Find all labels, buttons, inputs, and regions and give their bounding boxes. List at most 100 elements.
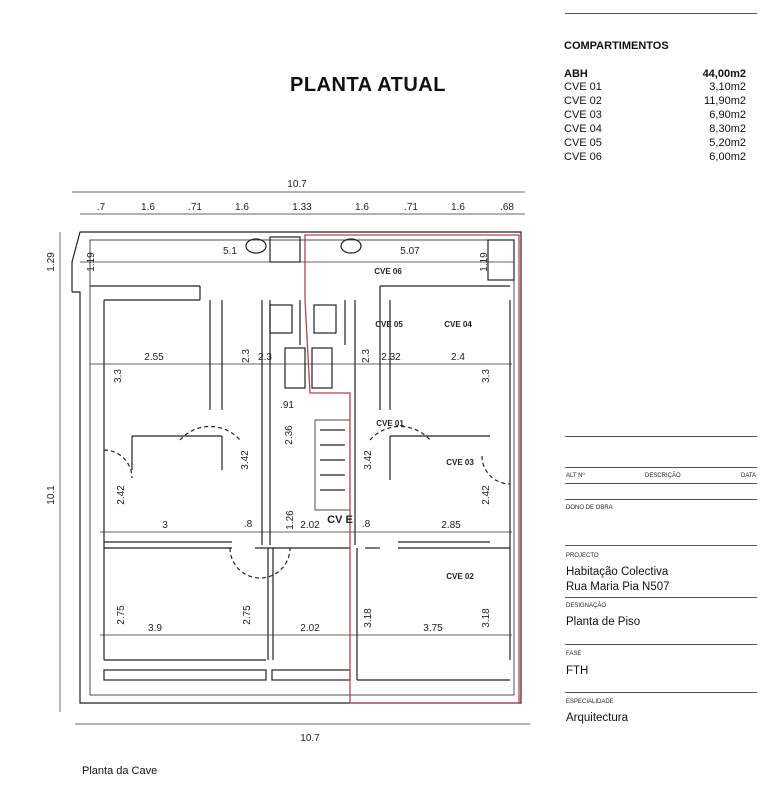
compartment-row: CVE 03 6,90m2	[564, 109, 746, 121]
dim: 2.36	[284, 425, 295, 445]
dim: 3.42	[363, 450, 374, 470]
dim: 2.85	[441, 520, 461, 531]
designacao-label: DESIGNAÇÃO	[566, 603, 607, 609]
dim: 3.18	[481, 608, 492, 628]
especialidade-value: Arquitectura	[566, 712, 629, 724]
dim-top: .71	[188, 202, 202, 213]
highlight-outline	[304, 234, 520, 704]
room-label-cve-e: CV E	[327, 514, 353, 526]
dim: 2.32	[381, 352, 401, 363]
projecto-label: PROJECTO	[566, 553, 599, 559]
dim: 1.26	[285, 510, 296, 530]
divider	[565, 436, 757, 437]
sink-fixture	[269, 236, 301, 263]
dim-top: 1.6	[451, 202, 465, 213]
dim: .91	[280, 400, 294, 411]
compartment-area: 11,90m2	[704, 95, 746, 107]
outer-wall	[71, 231, 522, 704]
compartment-name: CVE 06	[564, 151, 602, 163]
column-descricao: DESCRIÇÃO	[645, 473, 681, 479]
compartment-area: 8,30m2	[709, 123, 746, 135]
staircase	[314, 419, 351, 511]
dim: 3.75	[423, 623, 443, 634]
dim: 1.19	[86, 252, 97, 272]
compartment-row: CVE 05 5,20m2	[564, 137, 746, 149]
room-label-cve05: CVE 05	[375, 320, 403, 329]
dono-de-obra-label: DONO DE OBRA	[566, 505, 613, 511]
dimension-lines	[59, 191, 530, 725]
dim-top: .71	[404, 202, 418, 213]
dim: 2.02	[300, 623, 320, 634]
dim: 2.3	[361, 349, 372, 363]
projecto-line2: Rua Maria Pia N507	[566, 581, 670, 593]
compartment-area: 44,00m2	[702, 68, 746, 80]
fase-value: FTH	[566, 665, 589, 677]
stove-fixture	[269, 304, 293, 334]
dim: .8	[244, 519, 253, 530]
dim-bottom-total: 10.7	[300, 733, 320, 744]
dim: .8	[362, 519, 371, 530]
room-label-cve03: CVE 03	[446, 458, 474, 467]
dim: 2.75	[242, 605, 253, 625]
especialidade-label: ESPECIALIDADE	[566, 699, 614, 705]
compartment-name: CVE 02	[564, 95, 602, 107]
dim: 2.42	[116, 485, 127, 505]
page-title: PLANTA ATUAL	[290, 74, 446, 96]
column-alt: ALT Nº	[566, 473, 585, 479]
divider	[565, 483, 757, 484]
dim-top: .7	[97, 202, 106, 213]
walls	[71, 231, 522, 704]
compartment-name: CVE 05	[564, 137, 602, 149]
dim: 5.07	[400, 246, 420, 257]
dim: 3.9	[148, 623, 162, 634]
basin-fixture	[245, 238, 267, 254]
room-label-cve06: CVE 06	[374, 267, 402, 276]
dim: 3.42	[240, 450, 251, 470]
projecto-line1: Habitação Colectiva	[566, 566, 669, 578]
compartment-area: 6,00m2	[709, 151, 746, 163]
drainer-fixture	[284, 347, 306, 389]
basin-fixture	[340, 238, 362, 254]
dim-left-total: 10.1	[46, 485, 57, 505]
divider	[565, 692, 757, 693]
dim: 3.3	[481, 369, 492, 383]
divider	[565, 13, 757, 14]
dim: 2.4	[451, 352, 465, 363]
dim: 2.42	[481, 485, 492, 505]
compartment-row: CVE 06 6,00m2	[564, 151, 746, 163]
fase-label: FASE	[566, 651, 582, 657]
dim-top: 1.6	[235, 202, 249, 213]
dim: 2.3	[258, 352, 272, 363]
dim: 3.18	[363, 608, 374, 628]
dim-top: 1.33	[292, 202, 312, 213]
designacao-value: Planta de Piso	[566, 616, 641, 628]
inner-outline	[89, 239, 515, 696]
drainer-fixture	[311, 347, 333, 389]
dim: 2.02	[300, 520, 320, 531]
compartment-name: CVE 03	[564, 109, 602, 121]
stove-fixture	[313, 304, 337, 334]
compartment-name: CVE 01	[564, 81, 602, 93]
compartment-area: 6,90m2	[709, 109, 746, 121]
compartment-area: 5,20m2	[709, 137, 746, 149]
room-label-cve02: CVE 02	[446, 572, 474, 581]
sink-fixture	[487, 239, 515, 281]
dim-top: 1.6	[141, 202, 155, 213]
room-label-cve04: CVE 04	[444, 320, 472, 329]
column-data: DATA	[741, 473, 757, 479]
divider	[565, 644, 757, 645]
divider	[565, 499, 757, 500]
divider	[565, 597, 757, 598]
compartment-row: CVE 02 11,90m2	[564, 95, 746, 107]
dim: 2.55	[144, 352, 164, 363]
dim: 3.3	[113, 369, 124, 383]
divider	[565, 545, 757, 546]
dim: 1.19	[479, 252, 490, 272]
dim: 3	[162, 520, 168, 531]
dim: 2.75	[116, 605, 127, 625]
divider	[565, 467, 757, 468]
